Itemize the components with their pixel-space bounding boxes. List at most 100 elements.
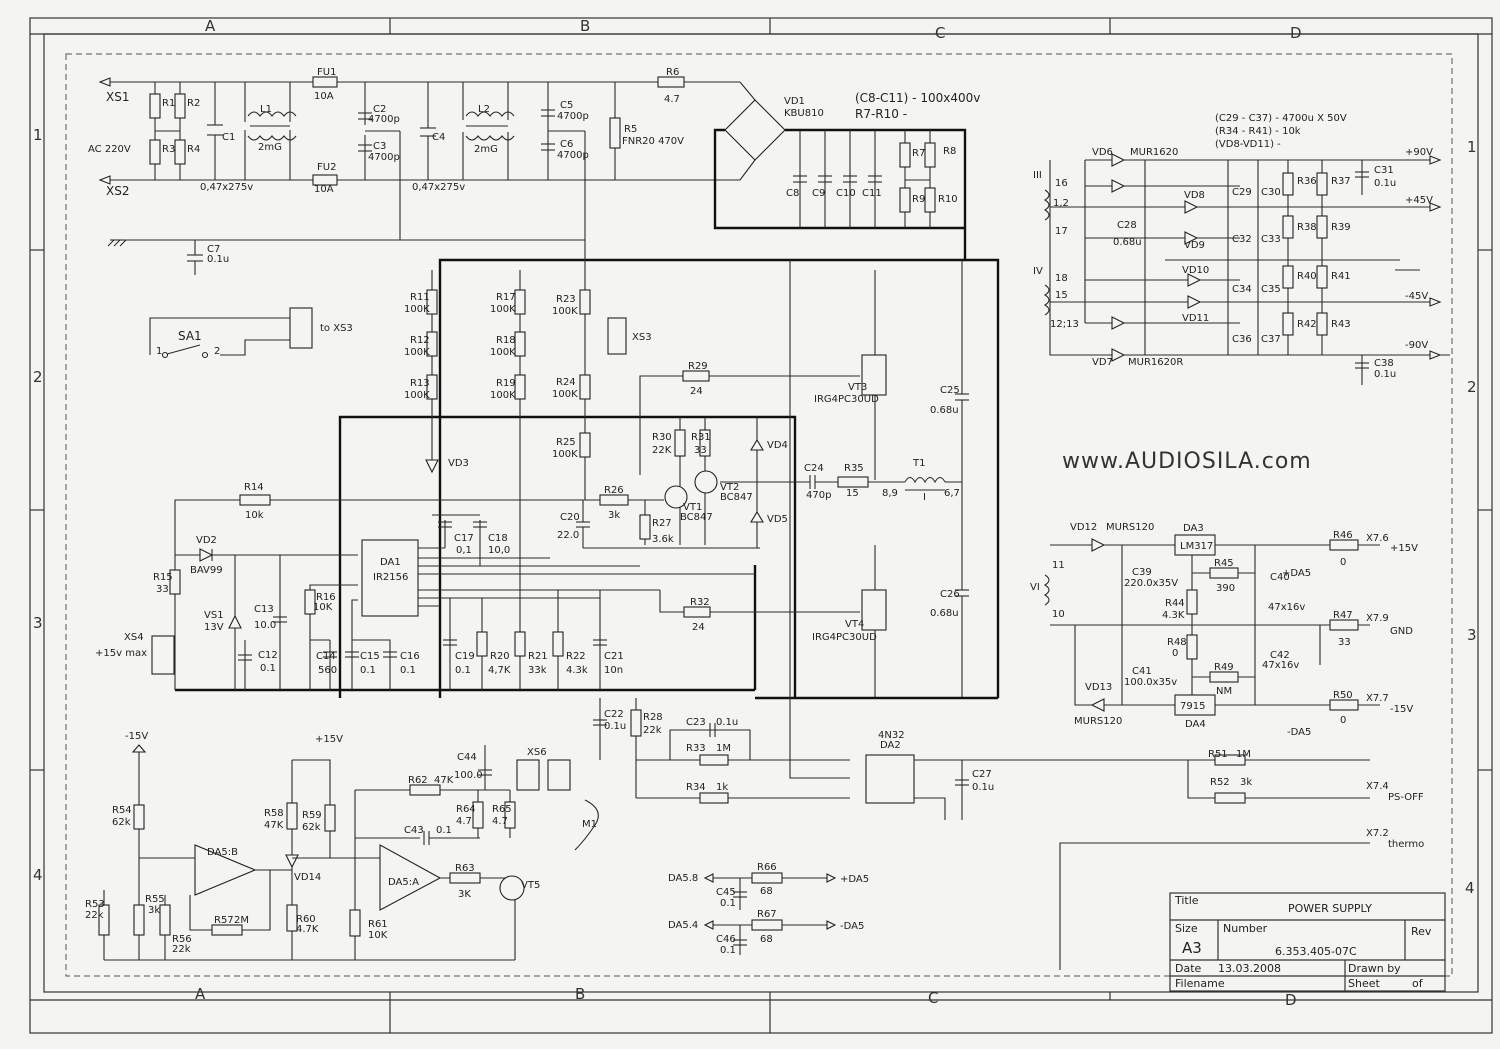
number-label: Number <box>1223 922 1268 935</box>
r65-value: 4.7 <box>492 816 508 827</box>
r58-label: R58 <box>264 808 284 819</box>
r12-value: 100K <box>404 347 430 358</box>
vd3-diode <box>425 459 439 474</box>
vd4-diode <box>750 438 764 451</box>
c31-value: 0.1u <box>1374 178 1396 189</box>
r53-label: R53 <box>85 899 105 910</box>
pin-16: 16 <box>1055 178 1068 189</box>
zone-col-b-bottom: B <box>575 985 585 1003</box>
r17-value: 100K <box>490 304 516 315</box>
r51-label: R51 <box>1208 749 1228 760</box>
vd8-diode <box>1184 200 1199 214</box>
r1 <box>149 93 161 119</box>
sa1-pin1: 1 <box>156 346 162 357</box>
r15-value: 33 <box>156 584 169 595</box>
r20-label: R20 <box>490 651 510 662</box>
xs6-plug <box>516 759 540 791</box>
r61-label: R61 <box>368 919 388 930</box>
r1-label: R1 <box>162 98 175 109</box>
title-value: POWER SUPPLY <box>1288 902 1372 915</box>
vd7-value: MUR1620R <box>1128 357 1183 368</box>
r55-label: R55 <box>145 894 165 905</box>
r14-value: 10k <box>245 510 264 521</box>
r54-label: R54 <box>112 805 132 816</box>
fu1 <box>312 76 338 88</box>
da5-supply: DA5.8 DA5.4 R66 68 R67 68 C45 0.1 C46 0.… <box>668 862 869 956</box>
r31-label: R31 <box>691 432 711 443</box>
r6-value: 4.7 <box>664 94 680 105</box>
vt2-label: VT2 <box>720 482 739 493</box>
c40-value: 47x16v <box>1268 602 1305 613</box>
r59-value: 62k <box>302 822 321 833</box>
r38-label: R38 <box>1297 222 1317 233</box>
c25-label: C25 <box>940 385 960 396</box>
title-block: Title POWER SUPPLY Size A3 Number 6.353.… <box>1169 892 1446 992</box>
r48-value: 0 <box>1172 648 1178 659</box>
r40-label: R40 <box>1297 271 1317 282</box>
r49-label: R49 <box>1214 662 1234 673</box>
r7 <box>899 142 911 168</box>
r22-label: R22 <box>566 651 586 662</box>
r63-label: R63 <box>455 863 475 874</box>
r30-value: 22K <box>652 445 672 456</box>
bulk-caps <box>793 175 882 183</box>
r12-label: R12 <box>410 335 430 346</box>
c12-value: 0.1 <box>260 663 276 674</box>
r27-label: R27 <box>652 518 672 529</box>
c43-label: C43 <box>404 825 424 836</box>
r53-value: 22k <box>85 910 104 921</box>
r52-label: R52 <box>1210 777 1230 788</box>
c45-label: C45 <box>716 887 736 898</box>
r61-value: 10K <box>368 930 388 941</box>
minus-da5-label: -DA5 <box>1287 727 1311 738</box>
r24-value: 100K <box>552 389 578 400</box>
r10 <box>924 187 936 213</box>
filename-label: Filename <box>1175 977 1225 990</box>
c41-label: C41 <box>1132 666 1152 677</box>
c10-label: C10 <box>836 188 856 199</box>
c20-value: 22.0 <box>557 530 579 541</box>
c45-value: 0.1 <box>720 898 736 909</box>
vs1-zener <box>228 614 242 629</box>
da4-label: DA4 <box>1185 719 1206 730</box>
l1-value: 2mG <box>258 142 282 153</box>
r31-value: 33 <box>694 445 707 456</box>
c3-value: 4700p <box>368 152 400 163</box>
fu1-label: FU1 <box>317 67 336 78</box>
r37-label: R37 <box>1331 176 1351 187</box>
c19-label: C19 <box>455 651 475 662</box>
r35-label: R35 <box>844 463 864 474</box>
x79-label: X7.9 <box>1366 613 1389 624</box>
vd14-diode <box>285 854 299 869</box>
c7-value: 0.1u <box>207 254 229 265</box>
r54-value: 62k <box>112 817 131 828</box>
c17-label: C17 <box>454 533 474 544</box>
zone-row-2-right: 2 <box>1467 378 1477 396</box>
r52-value: 3k <box>1240 777 1252 788</box>
c31-label: C31 <box>1374 165 1394 176</box>
r29-label: R29 <box>688 361 708 372</box>
r5 <box>609 117 621 149</box>
winding-iii: III <box>1033 170 1042 181</box>
t1-pins-a: 8,9 <box>882 488 898 499</box>
vd10-label: VD10 <box>1182 265 1209 276</box>
r51-value: 1M <box>1236 749 1251 760</box>
size-label: Size <box>1175 922 1198 935</box>
r58-value: 47K <box>264 820 284 831</box>
r66-label: R66 <box>757 862 777 873</box>
c34-label: C34 <box>1232 284 1252 295</box>
minus-da5-out: -DA5 <box>840 921 864 932</box>
x77-label: X7.7 <box>1366 693 1389 704</box>
c27-label: C27 <box>972 769 992 780</box>
out-plus90: +90V <box>1405 147 1433 158</box>
vt1-value: BC847 <box>680 512 713 523</box>
r14-label: R14 <box>244 482 264 493</box>
out-plus15: +15V <box>1390 543 1418 554</box>
vd6-value: MUR1620 <box>1130 147 1178 158</box>
sa1-switch: SA1 1 2 to XS3 <box>149 307 353 359</box>
r8 <box>924 142 936 168</box>
r16-label: R16 <box>316 592 336 603</box>
c1-value: 0,47x275v <box>200 182 253 193</box>
r19-value: 100K <box>490 390 516 401</box>
